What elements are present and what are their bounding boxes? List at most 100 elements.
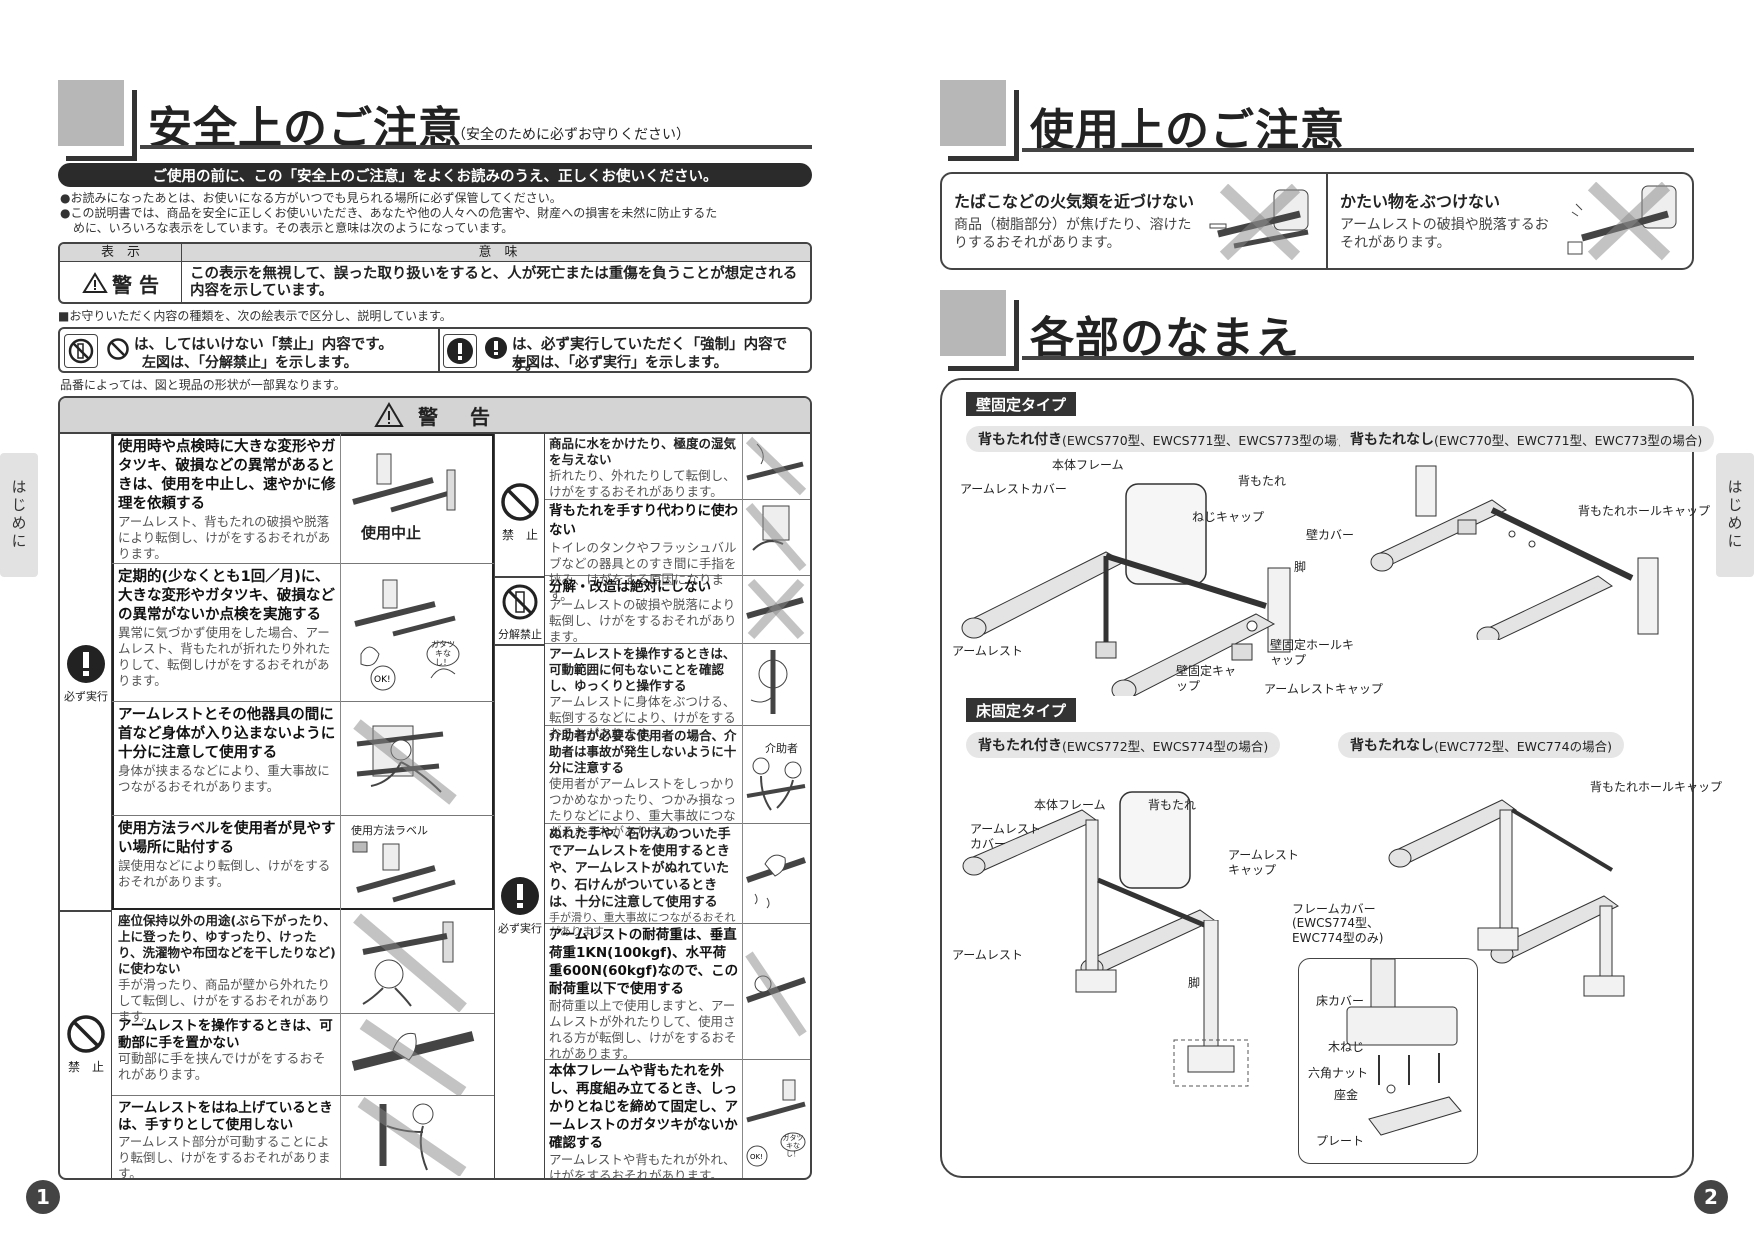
mandatory-line1: は、必ず実行していただく「強制」内容です。	[512, 337, 788, 374]
label-back-hole-cap-floor: 背もたれホールキャップ	[1590, 780, 1723, 794]
base-detail-diagram	[1346, 958, 1462, 1136]
pill-label: 背もたれ付き	[978, 738, 1062, 754]
safety-banner: ご使用の前に、この「安全上のご注意」をよくお読みのうえ、正しくお使いください。	[58, 163, 812, 187]
list-item: ぬれた手や、石けんのついた手でアームレストを使用するときや、アームレストがぬれて…	[545, 824, 810, 938]
label-frame-cover: フレームカバー	[1292, 902, 1376, 916]
mandatory-line2: 左図は、「必ず実行」を示します。	[512, 355, 728, 371]
right-mandatory-marker: 必ず実行	[497, 876, 543, 936]
illus-label: 使用中止	[361, 524, 422, 542]
item-body: アームレストに身体をぶつける、転倒するなどにより、けがをするおそれがあります。	[549, 694, 736, 741]
list-item: アームレストを操作するときは、可動部に手を置かない可動部に手を挟んでけがをするお…	[112, 1014, 494, 1096]
prohibit-label: 禁 止	[67, 1060, 104, 1074]
illustration: OK! ガタツキなし！	[340, 564, 494, 702]
caregiver-illustration	[746, 757, 806, 811]
no-modify-illustration	[746, 578, 805, 640]
side-tab-right[interactable]: はじめに	[1716, 453, 1754, 577]
armrest-illustration	[352, 453, 456, 513]
pill-models: (EWC770型、EWC771型、EWC773型の場合)	[1434, 432, 1703, 448]
bullet-2b: めに、いろいろな表示をしています。その表示と意味は次のようになっています。	[73, 221, 514, 235]
illus-label: 使用方法ラベル	[351, 824, 428, 837]
water-illustration	[745, 436, 807, 496]
shape-note: 品番によっては、図と現品の形状が一部異なります。	[60, 378, 346, 392]
types-intro: ■お守りいただく内容の種類を、次の絵表示で区分し、説明しています。	[58, 309, 452, 323]
right-prohibit-marker: 禁 止	[499, 482, 541, 543]
item-title: 使用時や点検時に大きな変形やガタツキ、破損などの異常があるときは、使用を中止し、…	[118, 439, 336, 512]
item-body: アームレストの破損や脱落により転倒し、けがをするおそれがあります。	[549, 597, 737, 644]
disassembly-prohibited-icon	[502, 584, 538, 620]
pill-models: (EWCS770型、EWCS771型、EWCS773型の場合)	[1062, 432, 1355, 448]
pill-label: 背もたれ付き	[978, 432, 1062, 448]
disassembly-prohibited-icon	[64, 334, 98, 368]
label-wood-screw: 木ねじ	[1328, 1040, 1365, 1054]
item-title: アームレストを操作するときは、可動部に手を置かない	[118, 1018, 333, 1051]
warning-triangle-icon	[374, 402, 404, 427]
operate-slowly-illustration	[750, 650, 788, 714]
illustration	[340, 1096, 494, 1178]
label-washer: 座金	[1334, 1088, 1359, 1102]
floor-no-back-pill: 背もたれなし(EWC772型、EWC774の場合)	[1338, 732, 1624, 758]
floor-leg-diagram	[1173, 920, 1249, 1087]
illustration	[742, 924, 810, 1060]
label-main-frame: 本体フレーム	[1052, 458, 1124, 472]
illustration	[742, 644, 810, 726]
item-title: 背もたれを手すり代わりに使わない	[549, 503, 738, 538]
mandatory-label: 必ず実行	[64, 690, 108, 703]
no-fire-illustration	[1209, 184, 1309, 260]
svg-text:OK!: OK!	[750, 1153, 763, 1161]
backrest-grab-illustration	[745, 503, 807, 571]
floor-with-back-pill: 背もたれ付き(EWCS772型、EWCS774型の場合)	[966, 732, 1281, 758]
pinch-hazard-illustration	[351, 1019, 475, 1096]
mandatory-icon-boxed	[443, 334, 477, 368]
usage-box: たばこなどの火気類を近づけない 商品（樹脂部分）が焦げたり、溶けたりするおそれが…	[940, 172, 1694, 270]
item-title: 商品に水をかけたり、極度の湿気を与えない	[549, 436, 737, 467]
item-title: 分解・改造は絶対にしない	[549, 579, 711, 595]
item-body: 使用者がアームレストをしっかりつかめなかったり、つかみ損なったりなどにより、重大…	[549, 776, 737, 839]
page-number-right: 2	[1694, 1180, 1728, 1214]
label-wall-hole-cap: 壁固定ホールキャップ	[1270, 638, 1355, 667]
prohibit-label: 禁 止	[501, 528, 538, 542]
list-item: アームレストとその他器具の間に首など身体が入り込まないように十分に注意して使用す…	[112, 702, 494, 816]
section-marker	[940, 80, 1019, 161]
base-detail-inset	[1298, 958, 1478, 1164]
prohibit-icon	[67, 1015, 105, 1053]
title-rule	[1022, 356, 1694, 360]
usage-item1-body: 商品（樹脂部分）が焦げたり、溶けたりするおそれがあります。	[954, 217, 1192, 251]
prohibit-line2: 左図は、「分解禁止」を示します。	[142, 355, 358, 371]
side-tab-left[interactable]: はじめに	[0, 453, 38, 577]
label-back-hole-cap: 背もたれホールキャップ	[1578, 504, 1711, 518]
list-item: 定期的(少なくとも1回／月)に、大きな変形やガタツキ、破損などの異常がないか点検…	[112, 564, 494, 702]
item-title: アームレストとその他器具の間に首など身体が入り込まないように十分に注意して使用す…	[118, 707, 336, 761]
no-impact-illustration	[1567, 182, 1677, 261]
label-frame-cover-note: (EWCS774型、EWC774型のみ)	[1292, 916, 1384, 945]
mandatory-group-frame	[112, 434, 494, 910]
left-icon-strip	[60, 434, 112, 1178]
prohibit-icon	[501, 483, 539, 521]
warning-triangle-icon	[82, 272, 108, 293]
item-body: トイレのタンクやフラッシュバルブなどの器具とのすき間に手指を挟み、けがをする原因…	[549, 540, 737, 603]
label-armrest-cover-floor: アームレストカバー	[970, 822, 1041, 851]
item-body: アームレスト部分が可動することにより転倒し、けがをするおそれがあります。	[118, 1134, 331, 1180]
list-item: 商品に水をかけたり、極度の湿気を与えない折れたり、外れたりして転倒し、けがをする…	[545, 434, 810, 500]
usage-item2-body: アームレストの破損や脱落するおそれがあります。	[1340, 217, 1549, 251]
pill-label: 背もたれなし	[1350, 738, 1434, 754]
pill-label: 背もたれなし	[1350, 432, 1434, 448]
list-item: 分解・改造は絶対にしないアームレストの破損や脱落により転倒し、けがをするおそれが…	[545, 576, 810, 644]
label-screw-cap: ねじキャップ	[1192, 510, 1265, 524]
item-title: アームレストの耐荷重は、垂直荷重1KN(100kgf)、水平荷重600N(60k…	[549, 927, 739, 997]
label-sticker-illustration	[352, 841, 456, 903]
illustration	[742, 824, 810, 924]
list-item: 使用方法ラベルを使用者が見やすい場所に貼付する誤使用などにより転倒し、けがをする…	[112, 816, 494, 910]
section-marker	[940, 290, 1019, 371]
item-body: 手が滑ったり、商品が壁から外れたりして転倒し、けがをするおそれがあります。	[118, 977, 331, 1024]
item-body: 可動部に手を挟んでけがをするおそれがあります。	[118, 1052, 326, 1083]
floor-with-back-diagram	[962, 791, 1217, 993]
wall-type-tag: 壁固定タイプ	[966, 392, 1077, 416]
floor-type-tag: 床固定タイプ	[966, 698, 1077, 722]
label-leg: 脚	[1294, 560, 1307, 574]
illustration: OK! ガタツキなし！	[742, 1060, 810, 1178]
label-floor-cover: 床カバー	[1316, 994, 1365, 1008]
item-title: 介助者が必要な使用者の場合、介助者は事故が発生しないように十分に注意する	[549, 728, 737, 775]
load-limit-illustration	[745, 951, 807, 1037]
illustration	[340, 1014, 494, 1096]
section-marker	[58, 80, 137, 161]
